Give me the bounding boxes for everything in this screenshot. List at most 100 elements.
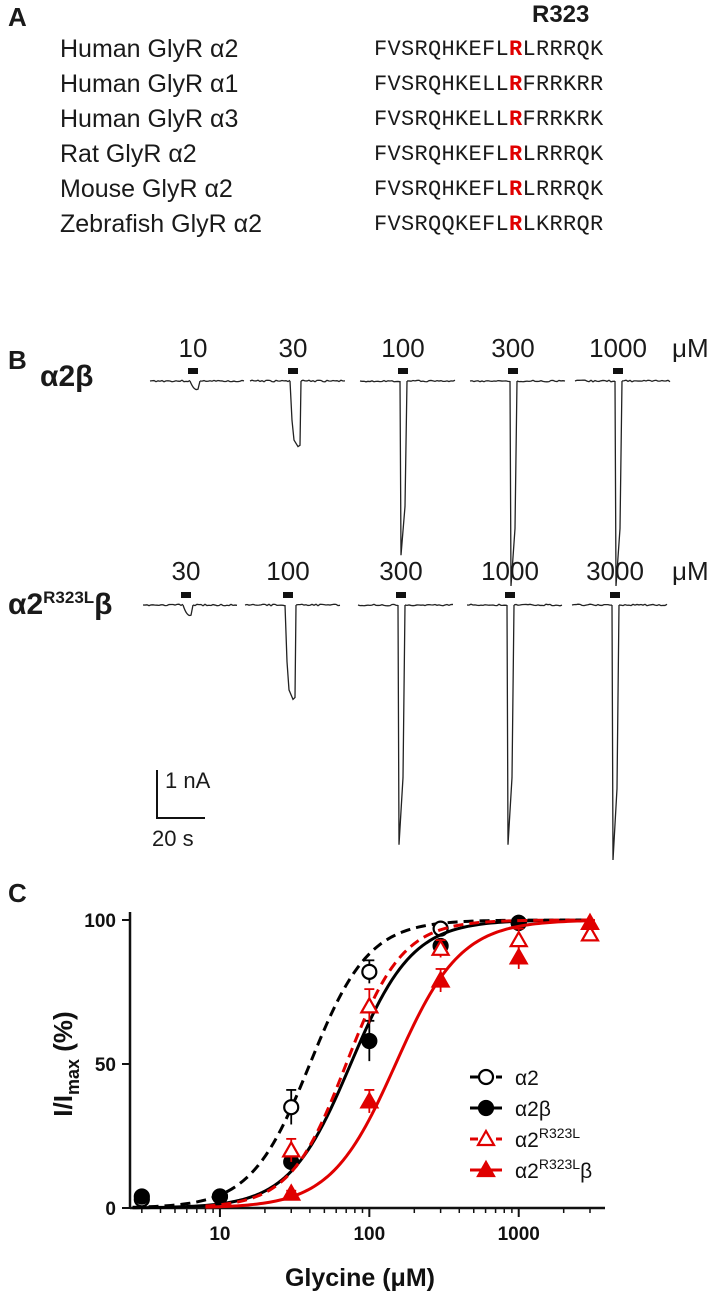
application-bar bbox=[505, 592, 515, 598]
y-axis-label: I/Imax (%) bbox=[48, 1011, 83, 1116]
sequence-row: FVSRQHKEFLRLRRRQK bbox=[374, 137, 604, 172]
data-point bbox=[359, 996, 380, 1014]
trace-response bbox=[614, 380, 623, 587]
sequence-suffix: LKRRQR bbox=[522, 212, 604, 237]
trace-baseline bbox=[516, 379, 566, 383]
sequence-row: FVSRQHKELLRFRRKRR bbox=[374, 67, 604, 102]
data-point bbox=[359, 1091, 380, 1109]
panel-c-letter: C bbox=[8, 878, 27, 908]
data-point bbox=[133, 1188, 150, 1205]
legend-marker bbox=[477, 1068, 495, 1086]
application-bar bbox=[288, 368, 298, 374]
highlighted-residue: R bbox=[509, 142, 523, 167]
legend-label-main: α2 bbox=[515, 1067, 539, 1090]
sequence-row: FVSRQHKELLRFRRKRK bbox=[374, 102, 604, 137]
species-label: Mouse GlyR α2 bbox=[60, 175, 233, 203]
series bbox=[205, 918, 600, 1208]
concentration-label: 300 bbox=[491, 333, 535, 363]
sequence-prefix: FVSRQHKEFL bbox=[374, 142, 510, 167]
legend-label-sup: R323L bbox=[539, 1156, 580, 1172]
legend-marker bbox=[476, 1159, 496, 1178]
trace-baseline bbox=[359, 379, 401, 383]
trace-baseline bbox=[621, 379, 671, 383]
trace-response bbox=[397, 604, 406, 845]
legend-entry: α2 bbox=[470, 1067, 539, 1090]
legend-entry: α2β bbox=[470, 1098, 551, 1121]
trace-baseline bbox=[571, 603, 613, 607]
trace-response bbox=[399, 380, 408, 556]
fit-curve bbox=[205, 919, 591, 1209]
trace-baseline bbox=[249, 379, 291, 383]
legend-entry: α2R323Lβ bbox=[470, 1156, 592, 1183]
application-bar bbox=[610, 592, 620, 598]
legend-entry: α2R323L bbox=[470, 1125, 580, 1152]
trace-baseline bbox=[406, 379, 456, 383]
trace-baseline bbox=[300, 379, 346, 383]
legend-label-main: α2 bbox=[515, 1129, 539, 1152]
fit-curve bbox=[205, 918, 591, 1208]
current-traces-figure bbox=[142, 368, 671, 861]
species-label: Zebrafish GlyR α2 bbox=[60, 210, 263, 238]
data-point bbox=[283, 1099, 300, 1116]
sequence-prefix: FVSRQHKEFL bbox=[374, 37, 510, 62]
trace-baseline bbox=[192, 603, 238, 607]
current-trace bbox=[244, 592, 341, 701]
trace-response bbox=[284, 604, 297, 701]
current-trace bbox=[142, 592, 238, 617]
concentration-label: 3000 bbox=[586, 556, 644, 586]
current-trace bbox=[359, 368, 456, 556]
legend-label: α2R323L bbox=[515, 1125, 580, 1152]
legend-label: α2 bbox=[515, 1067, 539, 1090]
sequence-suffix: LRRRQK bbox=[522, 177, 604, 202]
panel-b-letter: B bbox=[8, 345, 27, 375]
y-label-main: I/I bbox=[48, 1095, 78, 1117]
current-trace bbox=[469, 368, 566, 587]
data-point bbox=[430, 970, 451, 988]
application-bar bbox=[508, 368, 518, 374]
y-tick-label: 50 bbox=[95, 1055, 116, 1076]
data-point bbox=[211, 1188, 229, 1205]
highlighted-residue: R bbox=[509, 107, 523, 132]
current-trace bbox=[149, 368, 245, 391]
trace-response bbox=[189, 380, 201, 391]
concentration-label: 1000 bbox=[589, 333, 647, 363]
row-label-a2-r323l-b: α2R323Lβ bbox=[8, 588, 113, 621]
data-point bbox=[361, 1032, 378, 1050]
data-point bbox=[281, 1140, 302, 1158]
highlighted-residue: R bbox=[509, 72, 523, 97]
sequence-prefix: FVSRQHKELL bbox=[374, 72, 510, 97]
species-label: Human GlyR α1 bbox=[60, 70, 239, 98]
row-label-a2b: α2β bbox=[40, 360, 94, 393]
scale-bar bbox=[156, 770, 205, 819]
x-tick-label: 10 bbox=[209, 1224, 230, 1245]
data-point bbox=[281, 1183, 302, 1201]
sequence-prefix: FVSRQHKELL bbox=[374, 107, 510, 132]
application-bar bbox=[188, 368, 198, 374]
sequence-prefix: FVSRQHKEFL bbox=[374, 177, 510, 202]
highlighted-residue: R bbox=[509, 37, 523, 62]
application-bar bbox=[613, 368, 623, 374]
application-bar bbox=[396, 592, 406, 598]
legend-marker bbox=[476, 1128, 496, 1147]
application-bar bbox=[398, 368, 408, 374]
trace-baseline bbox=[404, 603, 454, 607]
scale-time-label: 20 s bbox=[152, 826, 194, 851]
y-tick-label: 0 bbox=[105, 1199, 116, 1220]
legend-marker bbox=[477, 1099, 495, 1117]
application-bar bbox=[181, 592, 191, 598]
concentration-label: 100 bbox=[266, 556, 310, 586]
current-trace bbox=[571, 592, 668, 861]
series bbox=[205, 912, 600, 1209]
legend-label: α2R323Lβ bbox=[515, 1156, 592, 1183]
species-label: Human GlyR α3 bbox=[60, 105, 239, 133]
sequence-row: FVSRQHKEFLRLRRRQK bbox=[374, 32, 604, 67]
trace-response bbox=[611, 604, 620, 861]
concentration-label: 30 bbox=[171, 556, 201, 586]
x-axis-label: Glycine (μM) bbox=[285, 1264, 435, 1292]
legend-label-sup: R323L bbox=[539, 1125, 580, 1141]
data-point bbox=[580, 924, 600, 942]
sequence-suffix: LRRRQK bbox=[522, 142, 604, 167]
current-trace bbox=[574, 368, 671, 587]
